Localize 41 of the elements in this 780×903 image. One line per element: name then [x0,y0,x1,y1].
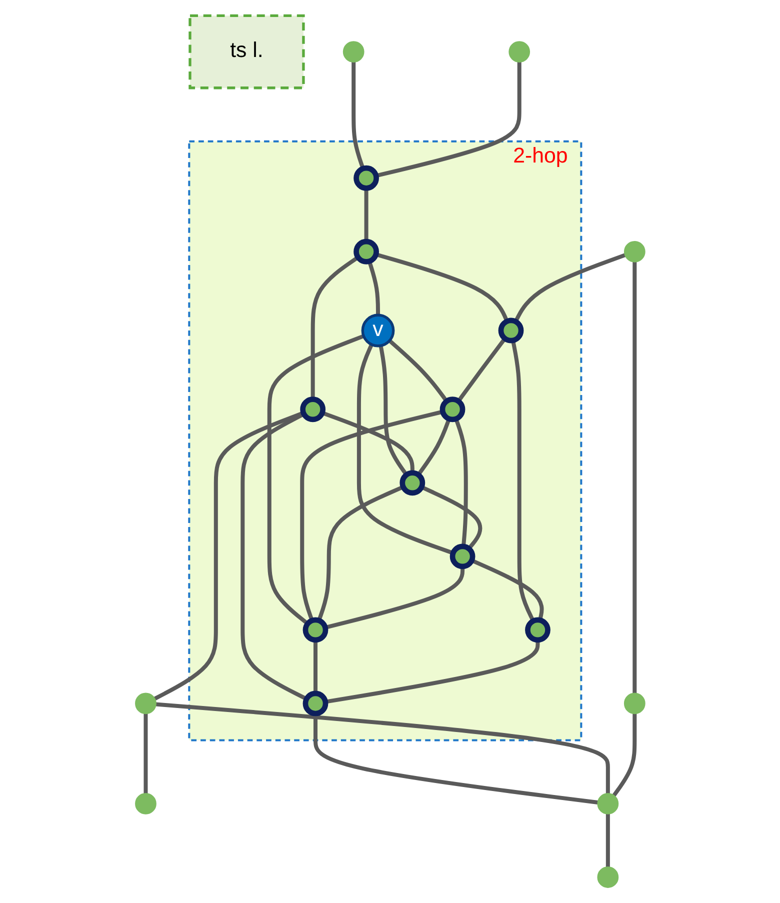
connector [351,62,365,170]
node-circle [440,396,466,422]
connector [470,558,544,621]
node-circle [597,793,618,814]
connector [606,814,610,868]
node-circle [450,544,476,570]
node-circle [624,692,646,714]
connector [375,252,509,322]
node-circle [400,470,425,496]
connector [155,702,610,794]
node-circle [353,238,379,264]
node-circle [508,41,530,62]
connector [356,344,454,555]
connector [454,418,468,547]
connector [267,334,364,626]
node-circle [353,165,379,191]
connector [378,345,408,476]
node-circle [134,692,156,714]
node-circle [300,396,326,422]
node-circle [361,314,395,348]
node-circle [342,41,364,62]
node-box [188,14,305,90]
connector [367,260,380,316]
connector [388,339,448,402]
connector [310,256,359,400]
cluster [188,140,582,742]
node-circle [597,866,618,888]
connector [632,262,636,694]
connector [420,485,482,550]
node-circle [134,793,156,814]
node-circle [524,617,550,643]
node-circle [302,690,328,716]
connector [514,253,626,323]
connector [612,714,636,797]
connector [456,337,506,402]
node-circle [498,318,524,344]
connector [144,714,148,794]
node-circle [624,240,646,262]
connector [316,485,404,622]
node-circle [302,617,328,643]
connector [321,410,414,473]
